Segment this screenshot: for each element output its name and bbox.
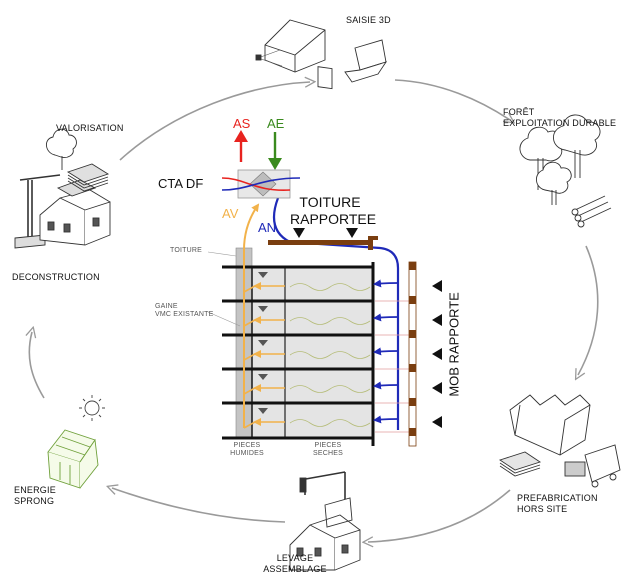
cycle-arrow-energie-to-deconstruction (29, 332, 45, 399)
an-label: AN (258, 220, 277, 235)
av-label: AV (222, 206, 239, 221)
sun-icon (79, 395, 105, 421)
load-triangles (293, 228, 442, 428)
tree-icon-3 (536, 161, 572, 194)
tree-icon-2 (553, 114, 601, 156)
toiture-label: TOITURE (170, 247, 202, 254)
crane-icon (299, 471, 346, 505)
levage-illustration (289, 471, 361, 571)
an-supply-duct (272, 197, 400, 430)
gaine-label: GAINE VMC EXISTANTE (155, 303, 214, 319)
factory-icon (509, 394, 591, 456)
forest-illustration (519, 114, 612, 228)
cycle-arrows (29, 79, 599, 542)
deconstruction-illustration (14, 174, 111, 249)
building-section (207, 197, 442, 447)
stage-label-levage: LEVAGE ASSEMBLAGE (263, 553, 327, 574)
logs-icon (571, 195, 612, 228)
factory-illustration (498, 394, 621, 488)
as-label: AS (233, 116, 251, 131)
toiture-rapportee-label: TOITURE RAPPORTEE (290, 194, 377, 227)
mob-rapporte-panel (408, 261, 417, 447)
valorisation-illustration (46, 128, 110, 192)
lifted-panel-icon (324, 497, 353, 528)
av-extract-arrows (243, 282, 285, 429)
gaine-pointer (207, 311, 241, 327)
cta-df-unit (221, 130, 301, 199)
panel-connectors (375, 300, 410, 433)
cycle-arrow-saisie-to-foret (394, 79, 510, 120)
cta-df-label: CTA DF (158, 176, 204, 191)
energie-illustration (47, 395, 105, 489)
house-icon-2 (39, 197, 86, 246)
cycle-arrow-foret-to-prefab (578, 245, 599, 375)
stage-label-valorisation: VALORISATION (56, 123, 124, 133)
cta-blue-flow (221, 177, 301, 191)
cycle-arrow-valorisation-to-saisie (119, 82, 310, 161)
tree-icon-4 (46, 128, 77, 158)
mob-rapporte-label: MOB RAPPORTE (446, 292, 462, 397)
saisie-3d-illustration (255, 19, 388, 90)
extract-vents (258, 272, 268, 414)
air-flow-paths (289, 283, 371, 427)
crane-icon-2 (19, 174, 61, 240)
stage-label-saisie-3d: SAISIE 3D (346, 15, 391, 25)
stage-label-deconstruction: DECONSTRUCTION (12, 272, 100, 282)
panels-stack-icon (56, 179, 97, 197)
pieces-humides-label: PIECES HUMIDES (230, 442, 264, 458)
cycle-arrow-prefab-to-levage (368, 489, 511, 542)
an-supply-arrows (373, 279, 399, 424)
stage-label-prefabrication: PREFABRICATION HORS SITE (517, 493, 598, 514)
green-house-icon (47, 429, 99, 489)
stage-label-foret: FORÊT EXPLOITATION DURABLE (503, 107, 617, 128)
panels-icon (498, 451, 542, 471)
floor-slabs (222, 265, 373, 440)
toiture-pointer (207, 251, 237, 257)
tree-icon (519, 126, 563, 162)
toiture-rapportee-roof (268, 236, 378, 250)
av-riser (243, 203, 260, 428)
stacked-panels-icon (66, 163, 110, 183)
pieces-humides-zone (252, 268, 285, 438)
stage-label-energie: ENERGIE SPRONG (14, 485, 56, 506)
pieces-seches-zone (285, 268, 373, 438)
truck-icon (584, 444, 621, 483)
cycle-arrow-levage-to-energie (112, 488, 286, 523)
house-3d-scan-icon (264, 19, 326, 73)
pieces-seches-label: PIECES SECHES (313, 442, 343, 458)
ae-label: AE (267, 116, 285, 131)
